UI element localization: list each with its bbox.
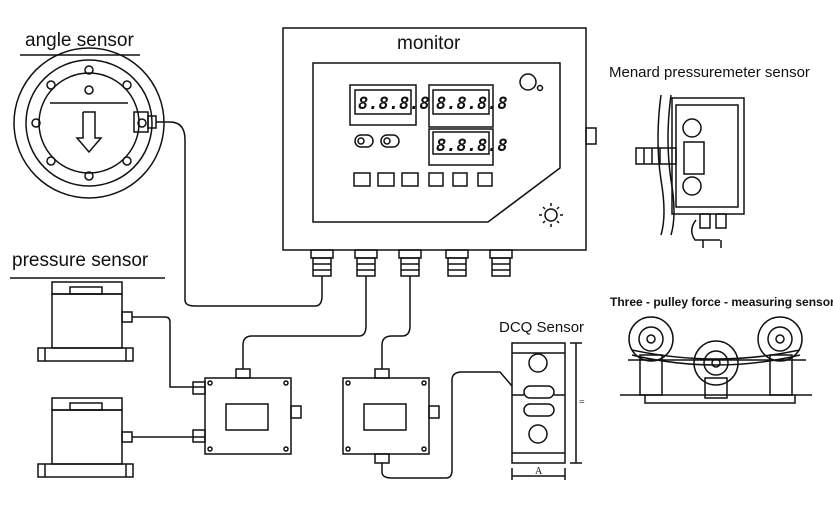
junction-box-2 [342,276,513,479]
angle-sensor-graphic [13,47,323,307]
monitor-label: monitor [397,33,461,54]
three-pulley-label: Three - pulley force - measuring sensor [610,295,833,309]
dcq-sensor-graphic [511,342,582,480]
dcq-height-mark: = [579,397,585,408]
light-icon [539,203,563,227]
display-right-bottom-digits: 8.8.8.8 [436,136,508,156]
key-row [353,172,493,187]
display-left-digits: 8.8.8.8 [358,94,430,114]
menard-label: Menard pressuremeter sensor [609,64,810,81]
junction-box-1 [192,276,367,455]
pressure-sensor-label: pressure sensor [12,250,149,271]
pressure-sensor-1 [10,277,205,388]
cable-glands [310,249,513,277]
three-pulley-sensor-graphic [620,316,812,404]
round-buttons [354,134,400,148]
dcq-sensor-label: DCQ Sensor [499,319,585,336]
display-right-top [428,84,494,128]
pressure-sensor-2 [37,397,205,478]
dcq-width-mark: A [535,466,543,477]
display-right-bottom [428,128,494,166]
angle-sensor-label: angle sensor [25,30,134,51]
monitor-box [282,27,597,251]
menard-sensor-graphic [635,94,745,248]
display-left [349,84,417,126]
display-right-top-digits: 8.8.8.8 [436,94,508,114]
